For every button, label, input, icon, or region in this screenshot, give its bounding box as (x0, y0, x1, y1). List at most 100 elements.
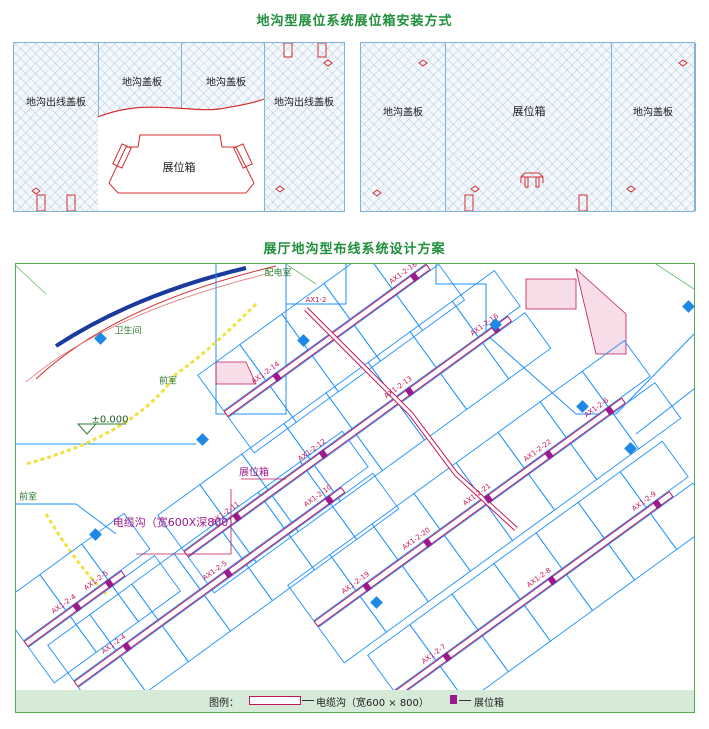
booth-cell (451, 270, 521, 338)
booth-cell (581, 340, 651, 408)
trench-line (393, 491, 674, 691)
column-marker (370, 596, 383, 609)
booth-cell (299, 430, 369, 499)
booth-cell (439, 635, 509, 691)
box-callout-label: 展位箱 (239, 467, 269, 479)
booth-cell (119, 625, 189, 691)
cable-trench (393, 491, 674, 691)
legend-trench-text: 电缆沟（宽600 × 800） (316, 698, 429, 709)
booth-box (72, 601, 82, 612)
trench-line (73, 486, 346, 688)
booth-cell (323, 264, 393, 320)
trench-callout-label: 电缆沟（宽600X深800） (112, 516, 240, 529)
booth-box (409, 272, 420, 283)
cover-label-left: 地沟出线盖板 (26, 97, 86, 109)
install-left-panel: 地沟出线盖板 地沟盖板 地沟盖板 地沟出线盖板 展位箱 (13, 42, 345, 212)
booth-box (104, 578, 115, 589)
booth-cell (131, 552, 201, 621)
box-cutout-drawing (31, 43, 333, 211)
column-marker (682, 300, 694, 313)
cover-label-right: 地沟出线盖板 (274, 97, 334, 109)
booth-cell (619, 440, 689, 509)
elevation-label: ±0.000 (91, 414, 129, 426)
booth-strip (197, 264, 466, 454)
column-marker (489, 318, 502, 331)
box-label: 展位箱 (512, 105, 546, 118)
floor-plan-drawing: AX1-2-4AX1-2-5AX1-2-10AX1-2-11AX1-2-12AX… (16, 264, 694, 691)
booth-box (547, 575, 557, 586)
booth-cell (650, 482, 694, 551)
booth-cell (612, 382, 682, 450)
booth-strip (16, 512, 182, 684)
booth-cell (493, 532, 563, 600)
front-room-label: 前室 (158, 376, 178, 387)
booth-box (318, 449, 329, 460)
cover-label-2: 地沟盖板 (206, 77, 246, 89)
booth-box (422, 537, 433, 548)
box-swatch (450, 695, 457, 704)
box-top-drawing (372, 59, 688, 211)
booth-cell (311, 324, 382, 393)
booth-cell (565, 543, 636, 612)
booth-cell (535, 501, 605, 570)
booth-strip (47, 430, 400, 691)
booth-box (122, 641, 132, 652)
cable-trench (313, 397, 626, 628)
cover-label-right: 地沟盖板 (633, 107, 673, 119)
booth-cell (353, 294, 424, 362)
install-right-panel: 地沟盖板 展位箱 地沟盖板 (360, 42, 696, 212)
legend-prefix: 图例： (209, 698, 239, 709)
box-label: 展位箱 (162, 161, 196, 174)
booth-box (604, 405, 615, 416)
front-room-label-2: 前室 (18, 492, 38, 503)
trench-swatch (249, 696, 301, 705)
booth-box (652, 499, 663, 510)
booth-cell (482, 312, 552, 380)
column-marker (89, 528, 102, 541)
booth-box (404, 386, 415, 397)
booth-cell (81, 512, 151, 581)
column-marker (94, 332, 107, 345)
booth-box (324, 495, 335, 506)
legend-box-text: 展位箱 (474, 698, 504, 709)
booth-cell (608, 513, 678, 581)
booth-box (272, 371, 282, 382)
trench-line (313, 397, 626, 628)
booth-cell (485, 473, 556, 542)
booth-box (362, 581, 372, 592)
booth-cell (440, 342, 510, 411)
install-title: 地沟型展位系统展位箱安装方式 (256, 14, 453, 29)
booth-cell (481, 604, 552, 673)
cover-label-1: 地沟盖板 (122, 77, 162, 89)
feeder-label: AX1-2 (305, 296, 327, 304)
booth-cell (365, 264, 435, 290)
booth-strip (367, 440, 694, 691)
column-marker (196, 433, 209, 446)
trench-leader (136, 489, 232, 555)
booth-cell (330, 472, 400, 541)
restroom-label: 卫生间 (114, 326, 142, 337)
power-room-label: 配电室 (264, 268, 292, 279)
cover-cell (181, 43, 265, 211)
booth-cell (409, 300, 479, 369)
booth-box (232, 511, 242, 522)
booth-cell (111, 554, 182, 623)
cover-cell (611, 43, 696, 211)
column-marker (297, 334, 310, 347)
cable-trench (73, 486, 346, 688)
booth-cell (161, 594, 232, 663)
booth-cell (451, 562, 521, 631)
cover-cell (264, 43, 345, 211)
feeder-trench (136, 307, 518, 555)
legend-dash (302, 700, 314, 701)
feeder-inner (304, 307, 518, 531)
legend-dash (459, 700, 471, 701)
booth-box (544, 449, 554, 460)
legend-bar: 图例： 电缆沟（宽600 × 800） 展位箱 (15, 690, 695, 713)
booth-box (442, 651, 452, 662)
booth-box (483, 493, 494, 504)
booth-box (223, 568, 233, 579)
plan-title: 展厅地沟型布线系统设计方案 (263, 242, 446, 257)
booth-strip (157, 270, 552, 594)
